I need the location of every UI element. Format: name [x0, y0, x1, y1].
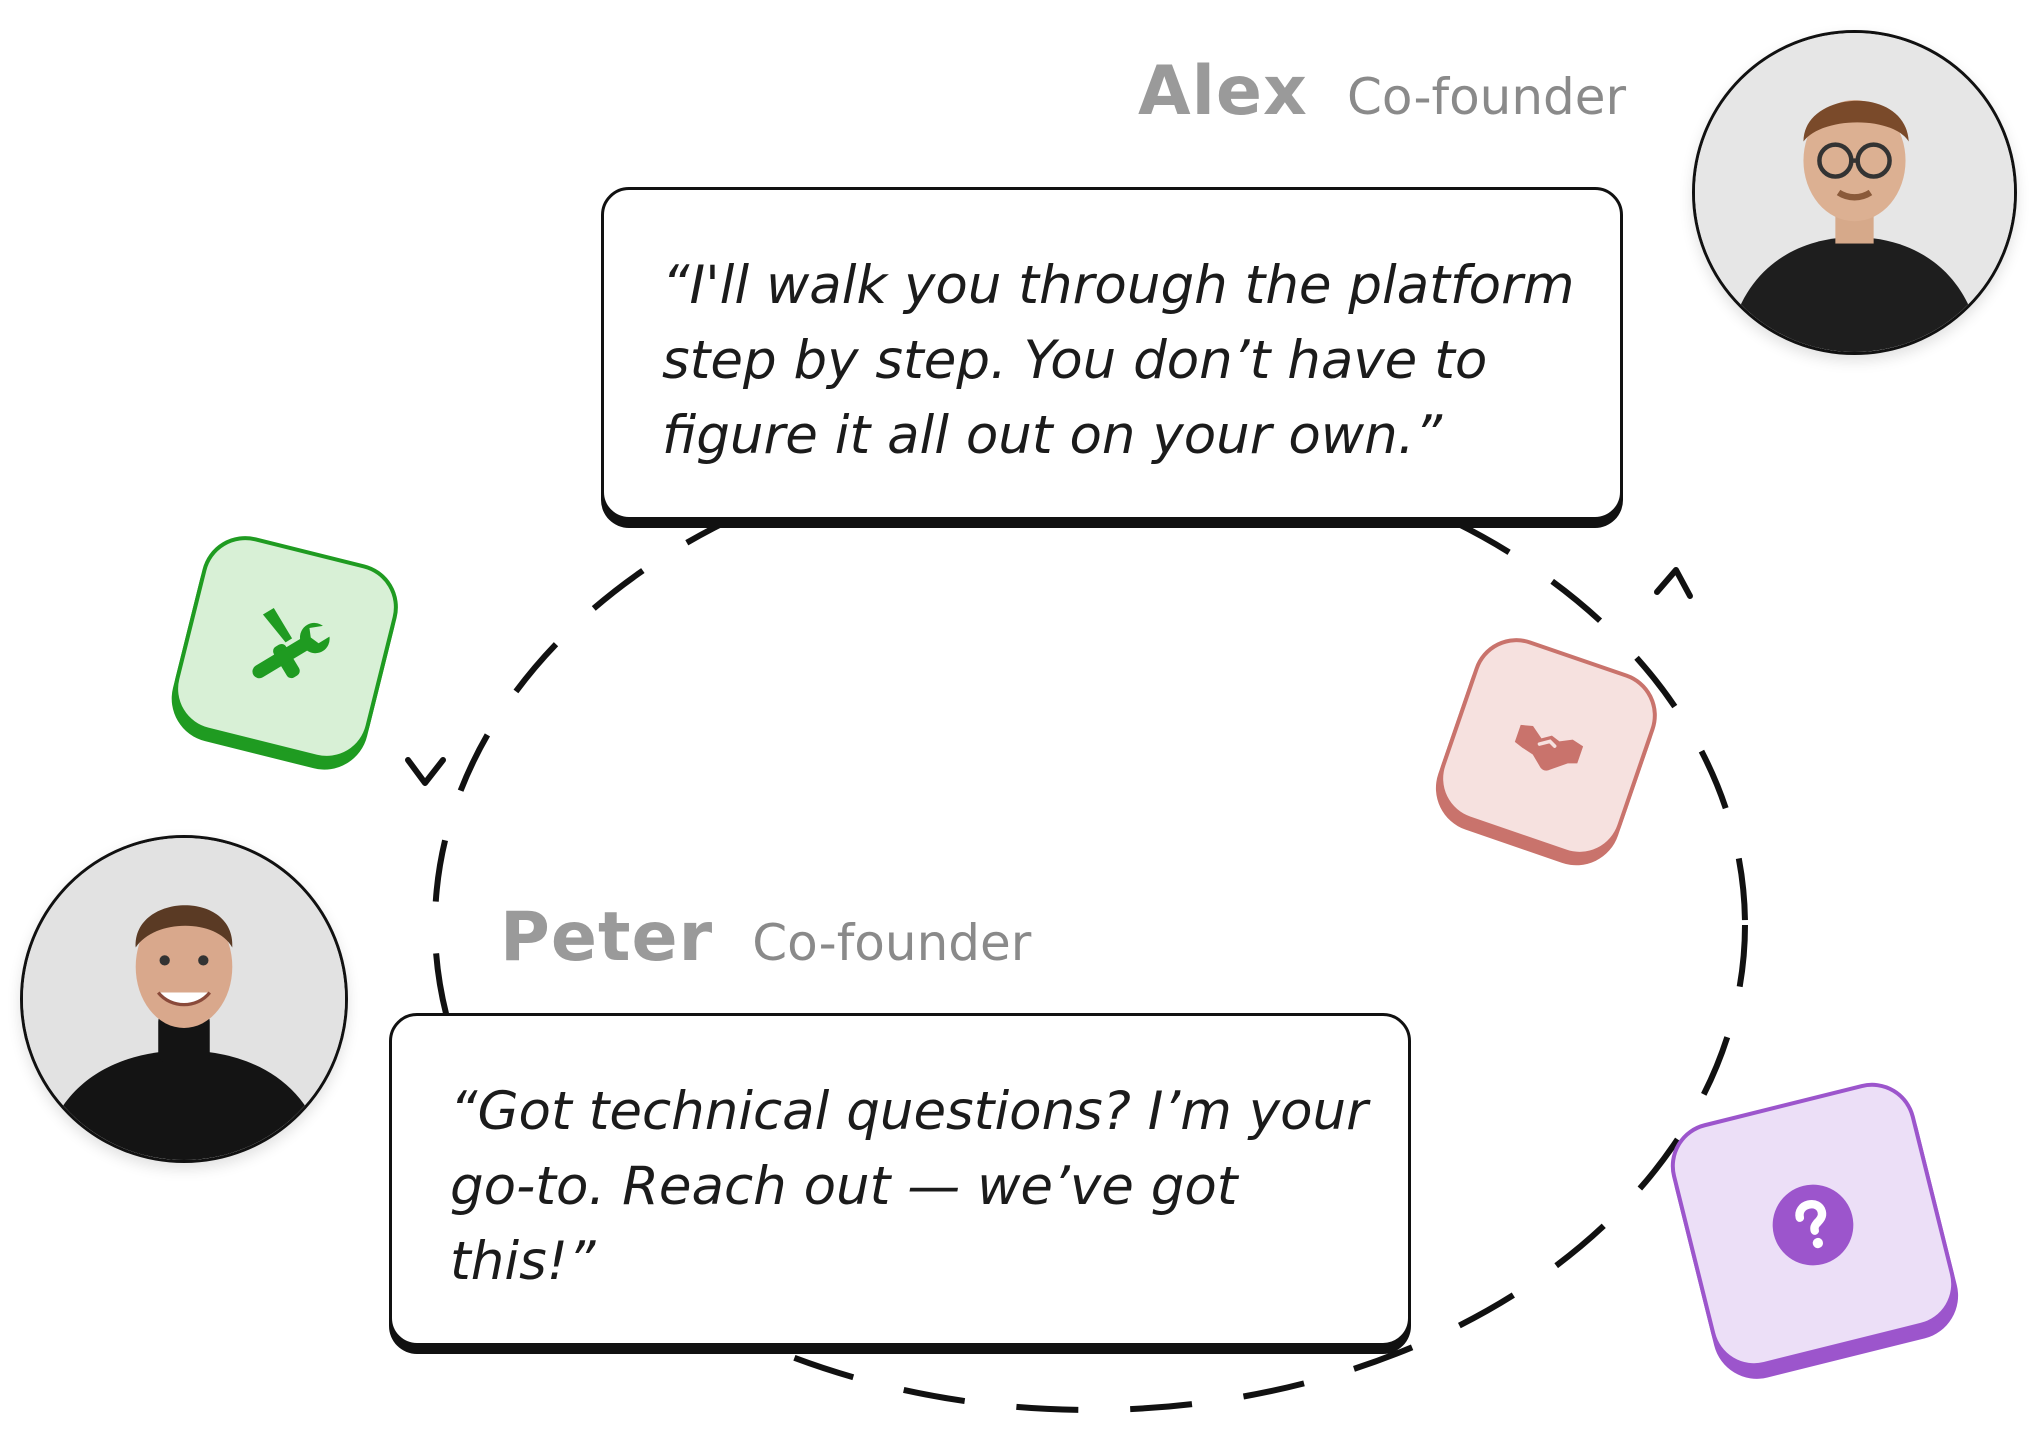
person-avatar-icon	[23, 838, 345, 1160]
person-avatar-icon	[1695, 33, 2014, 352]
alex-quote-line: figure it all out on your own.”	[662, 405, 1443, 466]
peter-quote-bubble: “Got technical questions? I’m your go-to…	[389, 1013, 1411, 1346]
alex-quote-line: step by step. You don’t have to	[662, 330, 1488, 391]
alex-avatar	[1692, 30, 2017, 355]
alex-role: Co-founder	[1347, 68, 1627, 126]
question-tile	[1661, 1073, 1965, 1377]
alex-quote-line: “I'll walk you through the platform	[662, 255, 1575, 316]
peter-quote-line: go-to. Reach out — we’ve got	[450, 1156, 1238, 1217]
peter-quote: “Got technical questions? I’m your go-to…	[450, 1074, 1408, 1299]
peter-name-line: Peter Co-founder	[500, 898, 1031, 977]
handshake-icon	[1514, 724, 1584, 771]
alex-name-line: Alex Co-founder	[1138, 52, 1626, 131]
tools-icon	[252, 608, 330, 679]
peter-avatar	[20, 835, 348, 1163]
peter-name: Peter	[500, 898, 714, 977]
alex-quote-bubble: “I'll walk you through the platform step…	[601, 187, 1623, 520]
alex-name: Alex	[1138, 52, 1308, 131]
arrow-up-icon	[1654, 567, 1693, 599]
peter-quote-line: “Got technical questions? I’m your	[450, 1081, 1368, 1142]
tools-tile	[164, 526, 408, 770]
handshake-tile	[1427, 626, 1669, 868]
peter-role: Co-founder	[752, 914, 1032, 972]
arrow-down-icon	[405, 757, 446, 786]
peter-quote-line: this!”	[450, 1231, 596, 1292]
question-icon	[1772, 1184, 1854, 1266]
alex-quote: “I'll walk you through the platform step…	[662, 248, 1620, 473]
